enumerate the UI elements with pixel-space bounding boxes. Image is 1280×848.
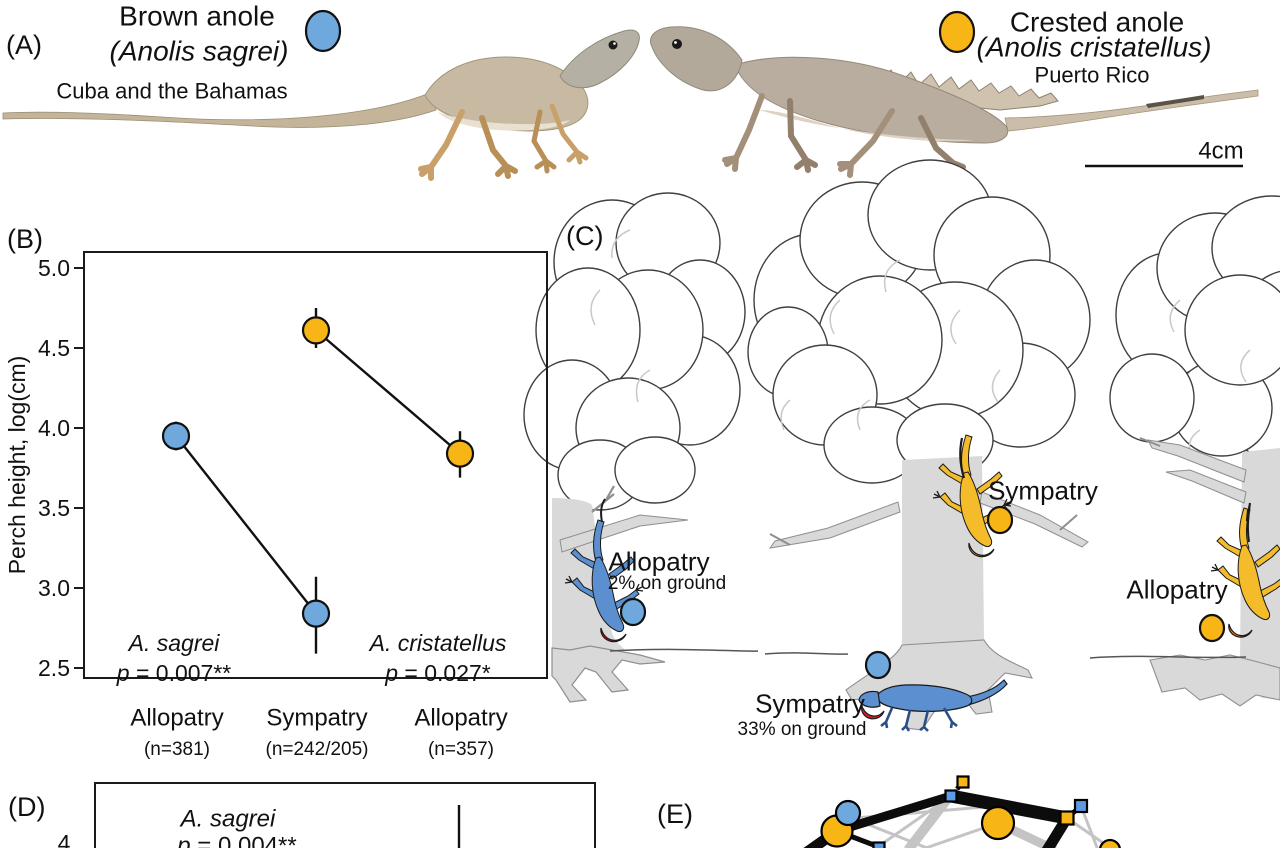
d-ytick-4: 4 xyxy=(57,829,71,848)
b-ytick-3.5: 3.5 xyxy=(38,494,70,521)
b-ytick-4.0: 4.0 xyxy=(38,414,70,441)
panel-label-e: (E) xyxy=(657,799,693,829)
b-category-n-1: (n=242/205) xyxy=(265,739,369,761)
blue-anole-on-ground xyxy=(858,679,1008,732)
b-ytick-3.0: 3.0 xyxy=(38,574,70,601)
e-node-yellow-square-6 xyxy=(1059,810,1075,826)
d-annotation-p: p = 0.004** xyxy=(177,833,296,848)
scale-bar-label: 4cm xyxy=(1198,137,1244,165)
crested-anole-region: Puerto Rico xyxy=(1034,62,1150,88)
b-ytick-2.5: 2.5 xyxy=(38,654,70,681)
b-ytick-5.0: 5.0 xyxy=(38,254,70,281)
d-annotation-species: A. sagrei xyxy=(180,805,276,833)
c-label-allopatry-right: Allopatry xyxy=(1126,574,1228,605)
b-annotation-cristatellus-p: p = 0.027* xyxy=(385,661,491,685)
b-point-0-0 xyxy=(161,421,191,451)
panel-b-plot xyxy=(74,251,548,679)
crested-anole-name: Crested anole xyxy=(1009,6,1185,38)
c-marker-sympatry-canopy xyxy=(986,505,1014,535)
p-value: = 0.007** xyxy=(129,659,232,686)
e-node-yellow-circle-2 xyxy=(980,805,1016,841)
e-edge-6 xyxy=(1079,805,1099,848)
b-category-n-0: (n=381) xyxy=(143,739,211,761)
canopy-texture xyxy=(590,229,1251,459)
p-symbol: p xyxy=(385,659,399,686)
panel-label-a: (A) xyxy=(6,30,42,60)
b-ytick-4.5: 4.5 xyxy=(38,334,70,361)
crested-anole-species: (Anolis cristatellus) xyxy=(976,31,1212,63)
p-value: = 0.027* xyxy=(398,659,491,686)
e-edge-9 xyxy=(949,789,1069,825)
brown-anole-name: Brown anole xyxy=(119,0,275,32)
b-category-1: Sympatry xyxy=(266,704,368,732)
b-point-1-0 xyxy=(301,316,331,345)
b-y-axis-label: Perch height, log(cm) xyxy=(3,355,30,575)
ground-lines xyxy=(609,648,1247,659)
crested-anole-photo xyxy=(650,26,1259,178)
c-sublabel-allopatry-left: 2% on ground xyxy=(607,573,727,595)
c-label-sympatry-ground: Sympatry xyxy=(755,688,865,719)
c-label-sympatry-canopy: Sympatry xyxy=(988,475,1098,506)
e-node-blue-square-7 xyxy=(1073,798,1089,814)
b-annotation-sagrei: A. sagrei xyxy=(128,629,220,656)
panel-a-art xyxy=(2,9,1259,181)
e-node-blue-square-5 xyxy=(944,789,958,803)
b-point-0-1 xyxy=(301,599,331,628)
crested-anole-marker-icon xyxy=(938,10,976,54)
e-node-blue-circle-1 xyxy=(834,799,862,827)
orange-dewlap-right xyxy=(1228,623,1253,638)
b-category-n-2: (n=357) xyxy=(427,739,495,761)
panel-c-markers xyxy=(619,505,1226,680)
panel-label-b: (B) xyxy=(7,224,43,254)
panel-c-art xyxy=(523,159,1280,732)
c-marker-allopatry-right xyxy=(1198,613,1226,643)
c-label-allopatry-left: Allopatry xyxy=(608,546,710,577)
p-symbol: p xyxy=(177,832,191,848)
c-sublabel-sympatry-ground: 33% on ground xyxy=(737,719,867,741)
p-value: = 0.004** xyxy=(190,832,297,848)
brown-anole-region: Cuba and the Bahamas xyxy=(56,78,288,104)
e-node-blue-square-8 xyxy=(872,841,886,848)
panel-label-d: (D) xyxy=(8,792,46,822)
panel-d-plot xyxy=(94,782,596,848)
brown-anole-photo xyxy=(2,29,640,181)
panel-label-c: (C) xyxy=(566,221,604,251)
e-edge-8 xyxy=(835,791,953,836)
red-dewlap xyxy=(600,627,627,643)
b-annotation-cristatellus: A. cristatellus xyxy=(369,629,507,656)
brown-anole-species: (Anolis sagrei) xyxy=(109,35,289,67)
b-category-0: Allopatry xyxy=(130,704,224,732)
tree-canopies xyxy=(523,159,1280,511)
b-category-2: Allopatry xyxy=(414,704,508,732)
c-marker-sympatry-ground xyxy=(864,650,892,680)
p-symbol: p xyxy=(116,659,130,686)
e-node-yellow-circle-3 xyxy=(1099,838,1121,848)
b-point-1-1 xyxy=(445,439,475,468)
brown-anole-marker-icon xyxy=(304,9,342,53)
b-annotation-sagrei-p: p = 0.007** xyxy=(117,661,231,685)
e-node-yellow-square-4 xyxy=(956,775,970,789)
e-edge-2 xyxy=(904,794,952,848)
c-marker-allopatry-left xyxy=(619,597,647,627)
panel-e-network xyxy=(803,775,1121,848)
orange-dewlap xyxy=(968,542,995,558)
